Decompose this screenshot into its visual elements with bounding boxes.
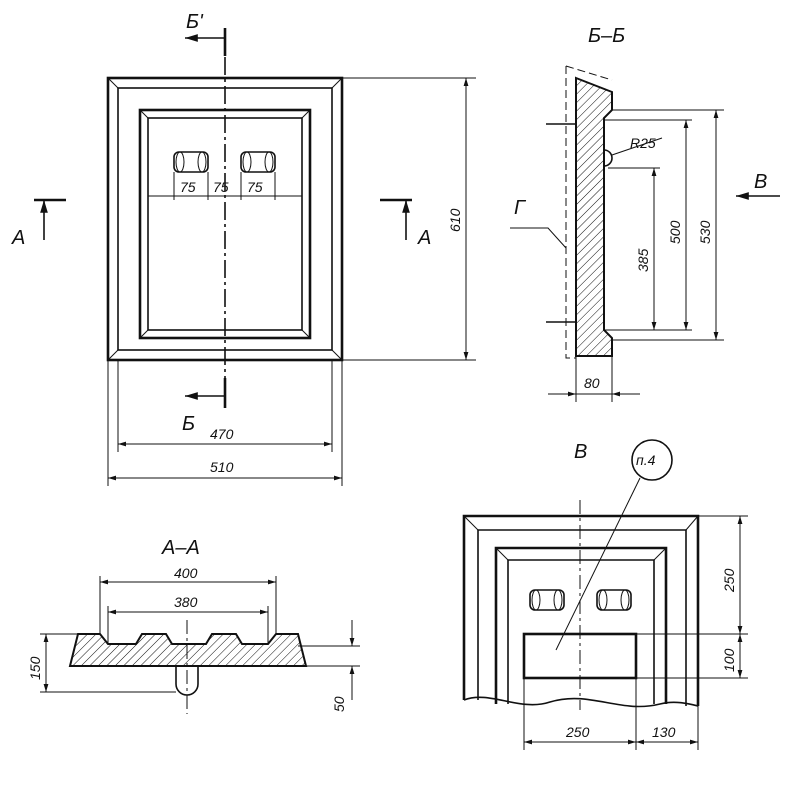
label-view-v: В: [754, 171, 767, 193]
section-aa-hook: [175, 666, 199, 696]
radius-notch: [603, 149, 613, 167]
view-v-title: В: [574, 441, 587, 463]
dim-height: 610: [447, 208, 463, 232]
cut-mark-left: А: [11, 227, 25, 249]
callout-leader: [555, 477, 641, 651]
dim-500: 500: [667, 220, 683, 244]
callout-label: п.4: [636, 452, 656, 468]
dim-150: 150: [27, 656, 43, 680]
hook-right: [240, 151, 276, 173]
dim-opening-width: 470: [210, 426, 234, 442]
dim-100: 100: [721, 648, 737, 672]
dim-250-vertical: 250: [721, 568, 737, 593]
dim-385: 385: [635, 248, 651, 272]
hook-left: [173, 151, 209, 173]
dim-530: 530: [697, 220, 713, 244]
section-aa-title: А–А: [161, 537, 200, 559]
dim-130: 130: [652, 724, 676, 740]
dim-radius: R25: [630, 135, 656, 151]
dim-outer-width: 510: [210, 459, 234, 475]
front-view: Б' Б 75 75 75 А А 610 470 510: [11, 11, 476, 486]
pitch-dim-2: 75: [213, 179, 229, 195]
section-bb-title: Б–Б: [588, 25, 625, 47]
callout-circle: [631, 439, 673, 481]
view-v: В п.4: [462, 439, 748, 750]
dim-50: 50: [331, 696, 347, 712]
pitch-dim-1: 75: [180, 179, 196, 195]
pitch-dim-3: 75: [247, 179, 263, 195]
view-v-hook-left: [529, 589, 565, 611]
section-aa-body: [68, 633, 308, 667]
dim-380: 380: [174, 594, 198, 610]
cut-mark-right: А: [417, 227, 431, 249]
dim-80: 80: [584, 375, 600, 391]
section-bb: Б–Б Г R25 385 500 530 В: [510, 25, 780, 402]
dim-250-horizontal: 250: [565, 724, 590, 740]
section-aa: А–А 400 380 150 50: [27, 537, 360, 714]
section-mark-bottom: Б: [182, 413, 195, 435]
dim-400: 400: [174, 565, 198, 581]
view-v-inner-frame: [494, 546, 668, 704]
label-g: Г: [514, 197, 527, 219]
marking-plate: [522, 632, 638, 680]
section-mark-top: Б': [186, 11, 204, 33]
view-v-hook-right: [596, 589, 632, 611]
break-line: [463, 696, 699, 708]
view-v-outer-frame: [462, 514, 700, 706]
